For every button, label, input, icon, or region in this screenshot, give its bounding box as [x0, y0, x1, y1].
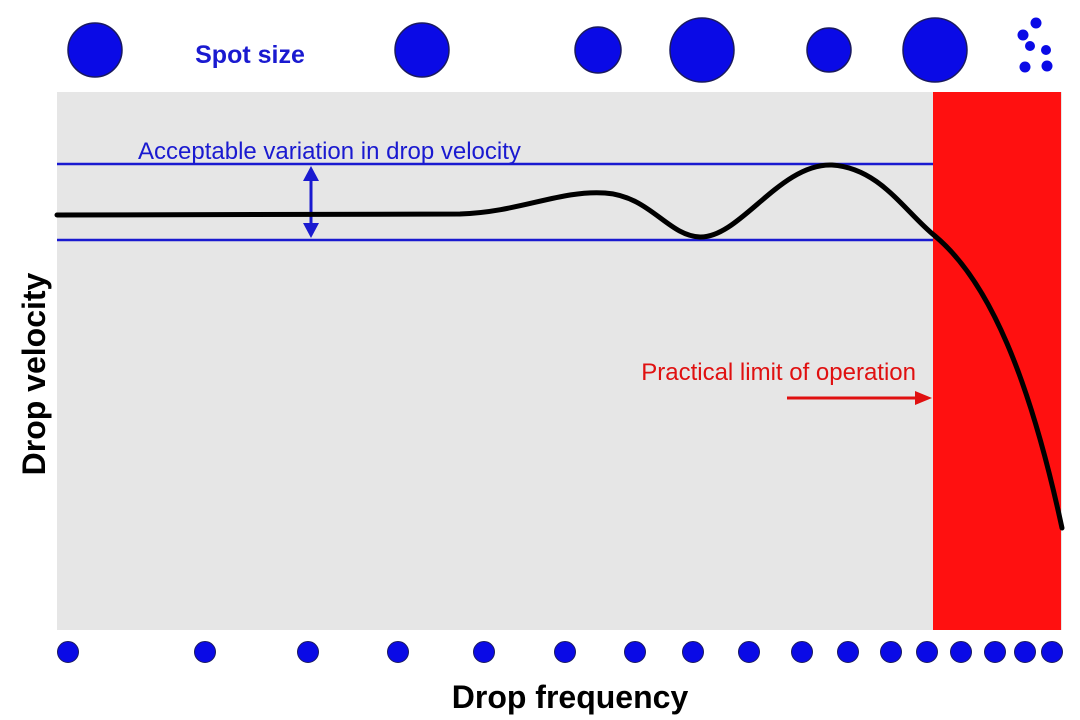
frequency-marker: [950, 641, 972, 663]
spot-medium: [574, 26, 622, 74]
frequency-marker: [194, 641, 216, 663]
practical-limit-label: Practical limit of operation: [641, 359, 916, 386]
spot-size-row: [67, 17, 968, 83]
frequency-marker: [682, 641, 704, 663]
frequency-marker: [57, 641, 79, 663]
frequency-marker: [880, 641, 902, 663]
y-axis-label: Drop velocity: [16, 272, 52, 475]
frequency-marker: [297, 641, 319, 663]
spot-xlarge: [902, 17, 968, 83]
plot-area: [57, 92, 1062, 630]
spot-xlarge: [669, 17, 735, 83]
frequency-marker: [387, 641, 409, 663]
spot-large: [67, 22, 123, 78]
spot-medium: [806, 27, 852, 73]
frequency-marker: [473, 641, 495, 663]
frequency-marker: [791, 641, 813, 663]
frequency-marker: [1041, 641, 1063, 663]
frequency-marker: [837, 641, 859, 663]
variation-arrow: [303, 166, 319, 238]
practical-limit-zone: [933, 92, 1061, 630]
velocity-curve: [54, 162, 1065, 531]
acceptable-variation-label: Acceptable variation in drop velocity: [138, 138, 521, 165]
frequency-marker: [984, 641, 1006, 663]
frequency-marker: [624, 641, 646, 663]
spot-large: [394, 22, 450, 78]
frequency-marker: [554, 641, 576, 663]
frequency-markers-row: [57, 641, 1063, 663]
frequency-marker: [1014, 641, 1036, 663]
spot-satellite-cluster: [1017, 17, 1053, 73]
frequency-marker: [916, 641, 938, 663]
spot-size-label: Spot size: [195, 41, 305, 69]
frequency-marker: [738, 641, 760, 663]
x-axis-label: Drop frequency: [452, 679, 689, 715]
practical-limit-arrow: [787, 391, 932, 405]
